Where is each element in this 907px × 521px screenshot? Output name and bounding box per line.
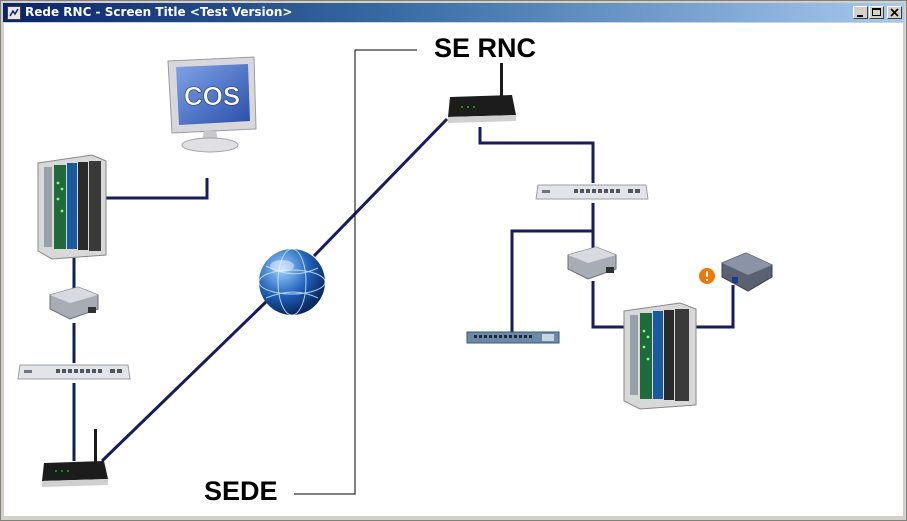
link-switch-patchpanel	[510, 229, 593, 333]
site-label-sede: SEDE	[204, 476, 278, 506]
connection-links	[72, 49, 735, 495]
media-converter-icon	[49, 286, 99, 320]
sede-router[interactable]	[40, 427, 110, 493]
rnc-device-alert[interactable]	[698, 267, 716, 285]
window-title: Rede RNC - Screen Title <Test Version>	[25, 5, 293, 19]
link-internet-rnc-router	[312, 117, 449, 258]
monitor-screen-text: COS	[184, 81, 240, 111]
sede-controller-rack[interactable]	[36, 153, 108, 261]
link-converter-rack	[591, 281, 626, 329]
network-diagram-canvas: SE RNC SEDE COS	[4, 23, 903, 516]
sede-switch[interactable]	[16, 361, 132, 385]
switch-icon	[17, 364, 131, 380]
wireless-router-icon	[448, 63, 516, 123]
rack-controller-icon	[37, 154, 107, 260]
switch-icon	[535, 184, 649, 200]
maximize-button[interactable]	[869, 6, 884, 19]
link-rack-device	[694, 285, 735, 329]
maximize-icon	[872, 8, 881, 16]
monitor-icon: COS	[167, 56, 257, 153]
minimize-button[interactable]	[853, 6, 868, 19]
rnc-controller-rack[interactable]	[622, 301, 698, 411]
link-workstation-controller	[106, 178, 209, 200]
site-label-se-rnc: SE RNC	[434, 33, 537, 63]
cos-workstation[interactable]: COS	[164, 55, 260, 155]
alert-icon	[699, 268, 715, 284]
title-bar[interactable]: Rede RNC - Screen Title <Test Version>	[3, 3, 904, 22]
app-icon[interactable]	[7, 5, 21, 20]
wireless-router-icon	[42, 429, 108, 487]
link-router-internet	[100, 296, 272, 463]
globe-icon	[258, 248, 326, 316]
close-icon	[890, 8, 899, 17]
rnc-router[interactable]	[446, 63, 518, 129]
internet[interactable]	[256, 246, 328, 318]
rack-controller-icon	[623, 302, 697, 410]
rnc-media-converter[interactable]	[566, 245, 618, 281]
rnc-device[interactable]	[720, 251, 774, 295]
rnc-switch[interactable]	[534, 181, 650, 205]
sede-media-converter[interactable]	[48, 285, 100, 321]
device-box-icon	[721, 252, 773, 292]
media-converter-icon	[567, 246, 617, 280]
rnc-patch-panel[interactable]	[466, 330, 560, 346]
close-button[interactable]	[887, 6, 902, 19]
link-rnc-router-switch	[478, 127, 595, 183]
minimize-icon	[857, 15, 863, 17]
patch-panel-icon	[466, 331, 560, 344]
